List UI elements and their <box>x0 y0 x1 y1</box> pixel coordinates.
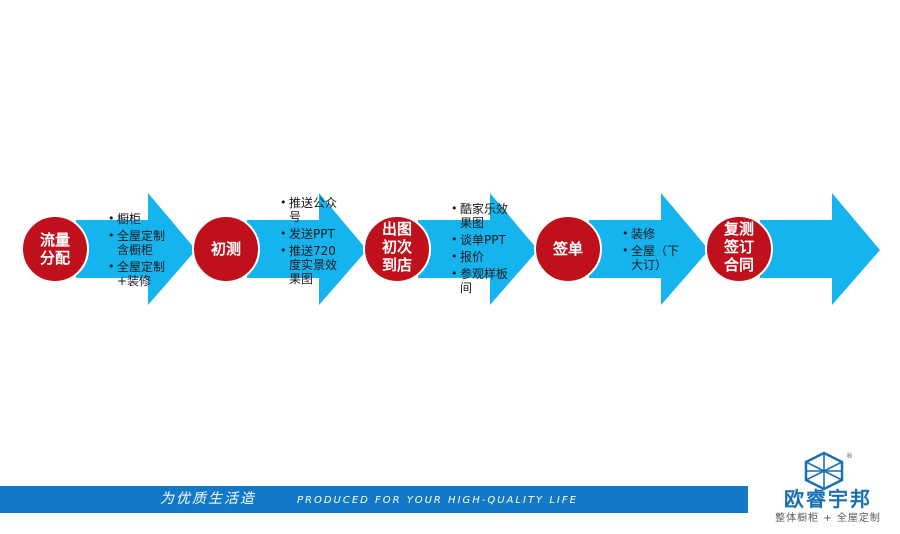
stage-1-bullet-1: 橱柜 <box>108 212 172 226</box>
stage-1-circle <box>21 215 89 283</box>
stage-4-bullet-2: 全屋（下大订） <box>622 244 684 272</box>
stage-2-circle-label: 初测 <box>210 240 241 258</box>
brand-tagline: 整体橱柜 + 全屋定制 <box>775 513 881 524</box>
stage-5-circle-label: 复测 签订 合同 <box>723 220 754 274</box>
registered-mark: ® <box>846 452 853 460</box>
stage-2-bullet-3: 推送720度实景效果图 <box>280 244 344 286</box>
stage-3-bullet-4: 参观样板间 <box>451 267 515 295</box>
stage-2-bullets: 推送公众号 发送PPT 推送720度实景效果图 <box>280 196 344 289</box>
stage-4-bullet-1: 装修 <box>622 227 684 241</box>
stage-3-circle <box>363 215 431 283</box>
stage-4-circle-label: 签单 <box>552 240 583 258</box>
slogan-chinese: 为优质生活造 <box>160 491 256 507</box>
cube-icon <box>804 451 844 491</box>
stage-1-bullets: 橱柜 全屋定制含橱柜 全屋定制+装修 <box>108 212 172 291</box>
stage-4-bullets: 装修 全屋（下大订） <box>622 227 684 275</box>
stage-3-bullet-2: 谈单PPT <box>451 233 515 247</box>
stage-2-circle <box>192 215 260 283</box>
stage-1-bullet-2: 全屋定制含橱柜 <box>108 229 172 257</box>
stage-3-bullet-1: 酷家乐效果图 <box>451 202 515 230</box>
stage-3-bullets: 酷家乐效果图 谈单PPT 报价 参观样板间 <box>451 202 515 298</box>
stage-3-bullet-3: 报价 <box>451 250 515 264</box>
stage-2-bullet-2: 发送PPT <box>280 227 344 241</box>
slogan-english: PRODUCED FOR YOUR HIGH-QUALITY LIFE <box>297 495 578 506</box>
stage-3-circle-label: 出图 初次 到店 <box>381 220 412 274</box>
stage-5-circle <box>705 215 773 283</box>
stage-1-circle-label: 流量 分配 <box>39 231 70 267</box>
brand-name: 欧睿宇邦 <box>784 487 872 511</box>
stage-2-bullet-1: 推送公众号 <box>280 196 344 224</box>
stage-4-circle <box>534 215 602 283</box>
footer-band <box>0 486 748 513</box>
stage-5-arrow <box>760 193 880 305</box>
stage-1-bullet-3: 全屋定制+装修 <box>108 260 172 288</box>
